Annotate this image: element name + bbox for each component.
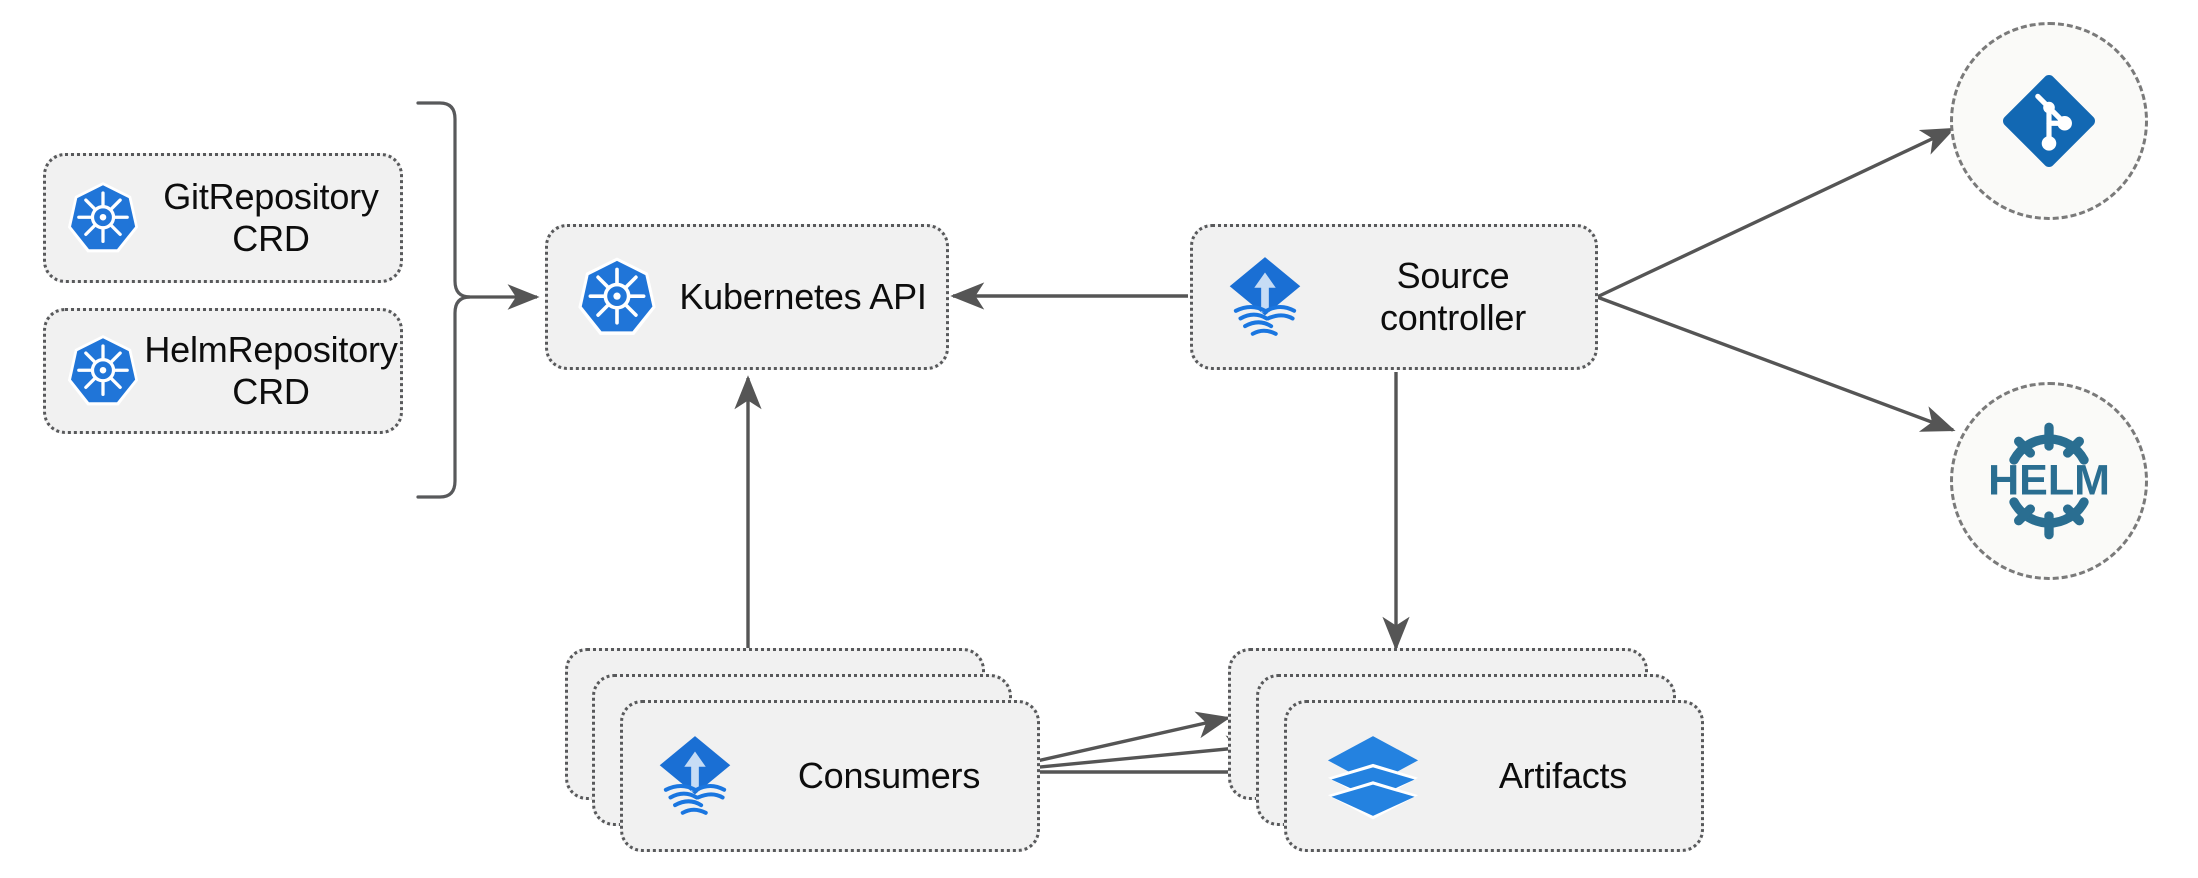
git-icon bbox=[1993, 65, 2105, 177]
node-artifacts[interactable]: Artifacts bbox=[1284, 700, 1704, 852]
node-label: Consumers bbox=[797, 754, 981, 796]
node-helmrepository-crd[interactable]: HelmRepository CRD bbox=[43, 308, 403, 434]
crd-bracket bbox=[416, 101, 471, 499]
node-label: Artifacts bbox=[1498, 754, 1628, 796]
node-label: Kubernetes API bbox=[679, 275, 927, 317]
arrow-source-controller-to-git bbox=[1596, 127, 1956, 299]
kubernetes-icon bbox=[64, 332, 142, 410]
flux-icon bbox=[1219, 251, 1311, 343]
node-label: GitRepository CRD bbox=[163, 175, 379, 259]
node-kubernetes-api[interactable]: Kubernetes API bbox=[545, 224, 949, 370]
node-gitrepository-crd[interactable]: GitRepository CRD bbox=[43, 153, 403, 283]
kubernetes-icon bbox=[574, 254, 660, 340]
kubernetes-icon bbox=[64, 179, 142, 257]
node-consumers[interactable]: Consumers bbox=[620, 700, 1040, 852]
helm-icon: HELM bbox=[1979, 411, 2119, 551]
helm-wordmark: HELM bbox=[1988, 456, 2110, 505]
node-label: HelmRepository CRD bbox=[144, 328, 398, 412]
node-label: Source controller bbox=[1379, 254, 1527, 338]
node-helm-repository[interactable]: HELM bbox=[1950, 382, 2148, 580]
flux-icon bbox=[649, 730, 741, 822]
layers-icon bbox=[1321, 724, 1425, 828]
node-source-controller[interactable]: Source controller bbox=[1190, 224, 1598, 370]
node-git-repository[interactable] bbox=[1950, 22, 2148, 220]
arrow-source-controller-to-helm bbox=[1596, 295, 1956, 432]
